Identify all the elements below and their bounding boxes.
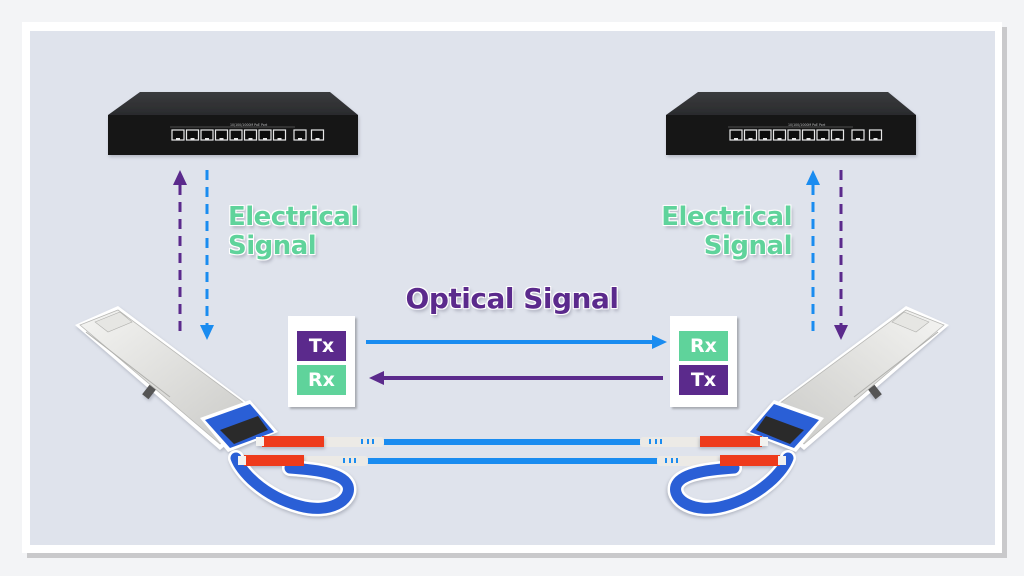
port-tab (821, 138, 825, 140)
port-tab (835, 138, 840, 140)
tx-badge: Tx (297, 331, 346, 361)
arrow-head-left-icon (369, 371, 384, 385)
switch-port-label: 10/100/1000M PoE Port (788, 123, 826, 127)
module-pull-tab (230, 452, 354, 514)
electrical-arrow-right-up (806, 170, 820, 338)
electrical-label-line2: Signal (228, 231, 317, 262)
fiber-cable-top (382, 439, 642, 445)
switch-top (108, 92, 358, 115)
switch-port-label: 10/100/1000M PoE Port (230, 123, 268, 127)
port-tab (234, 138, 238, 140)
electrical-label-line1: Electrical (228, 202, 359, 232)
port-tab (806, 138, 811, 140)
port-tab (248, 138, 253, 140)
switch-top (666, 92, 916, 115)
electrical-arrow-left-up (173, 170, 187, 338)
electrical-label-line1: Electrical (661, 202, 792, 232)
arrow-head-up-icon (806, 170, 820, 185)
electrical-signal-label-left: Electrical Signal (228, 202, 359, 262)
electrical-signal-label-right: Electrical Signal (620, 202, 793, 262)
port-tab (792, 138, 796, 140)
tx-badge: Tx (679, 365, 728, 395)
port-tab (176, 138, 180, 140)
fiber-cables (300, 437, 725, 466)
switch-ports: 10/100/1000M PoE Port (729, 123, 883, 141)
optical-arrow-right (366, 335, 667, 349)
switch-ports: 10/100/1000M PoE Port (171, 123, 325, 141)
optical-signal-label: Optical Signal (405, 282, 619, 315)
rx-badge: Rx (679, 331, 728, 361)
port-tab (856, 138, 860, 140)
electrical-arrow-right-down (834, 170, 848, 340)
txrx-card-left: Tx Rx (288, 316, 355, 407)
cable-boot (320, 437, 384, 447)
port-tab (298, 138, 302, 140)
electrical-arrow-left-down (200, 170, 214, 340)
port-tab (748, 138, 753, 140)
optical-transceiver-left (75, 306, 357, 517)
lc-connector-red (244, 455, 304, 466)
lc-connector-red (700, 436, 762, 447)
port-tab (277, 138, 282, 140)
optical-transceiver-right (667, 306, 949, 517)
lc-connector-red (720, 455, 780, 466)
arrow-head-right-icon (652, 335, 667, 349)
port-tab (263, 138, 267, 140)
optical-arrow-left (369, 371, 663, 385)
network-switch-left: 10/100/1000M PoE Port (108, 92, 358, 155)
port-tab (873, 138, 878, 140)
lc-connector-red (262, 436, 324, 447)
fiber-cable-bottom (366, 458, 659, 464)
port-tab (190, 138, 195, 140)
rx-badge: Rx (297, 365, 346, 395)
electrical-label-line2: Signal (703, 231, 793, 262)
arrow-head-down-icon (200, 325, 214, 340)
network-switch-right: 10/100/1000M PoE Port (666, 92, 916, 155)
port-tab (777, 138, 782, 140)
port-tab (205, 138, 209, 140)
arrow-head-down-icon (834, 325, 848, 340)
port-tab (219, 138, 224, 140)
port-tab (734, 138, 738, 140)
arrow-head-up-icon (173, 170, 187, 185)
port-tab (315, 138, 320, 140)
txrx-card-right: Rx Tx (670, 316, 737, 407)
port-tab (763, 138, 767, 140)
module-pull-tab (670, 452, 794, 514)
